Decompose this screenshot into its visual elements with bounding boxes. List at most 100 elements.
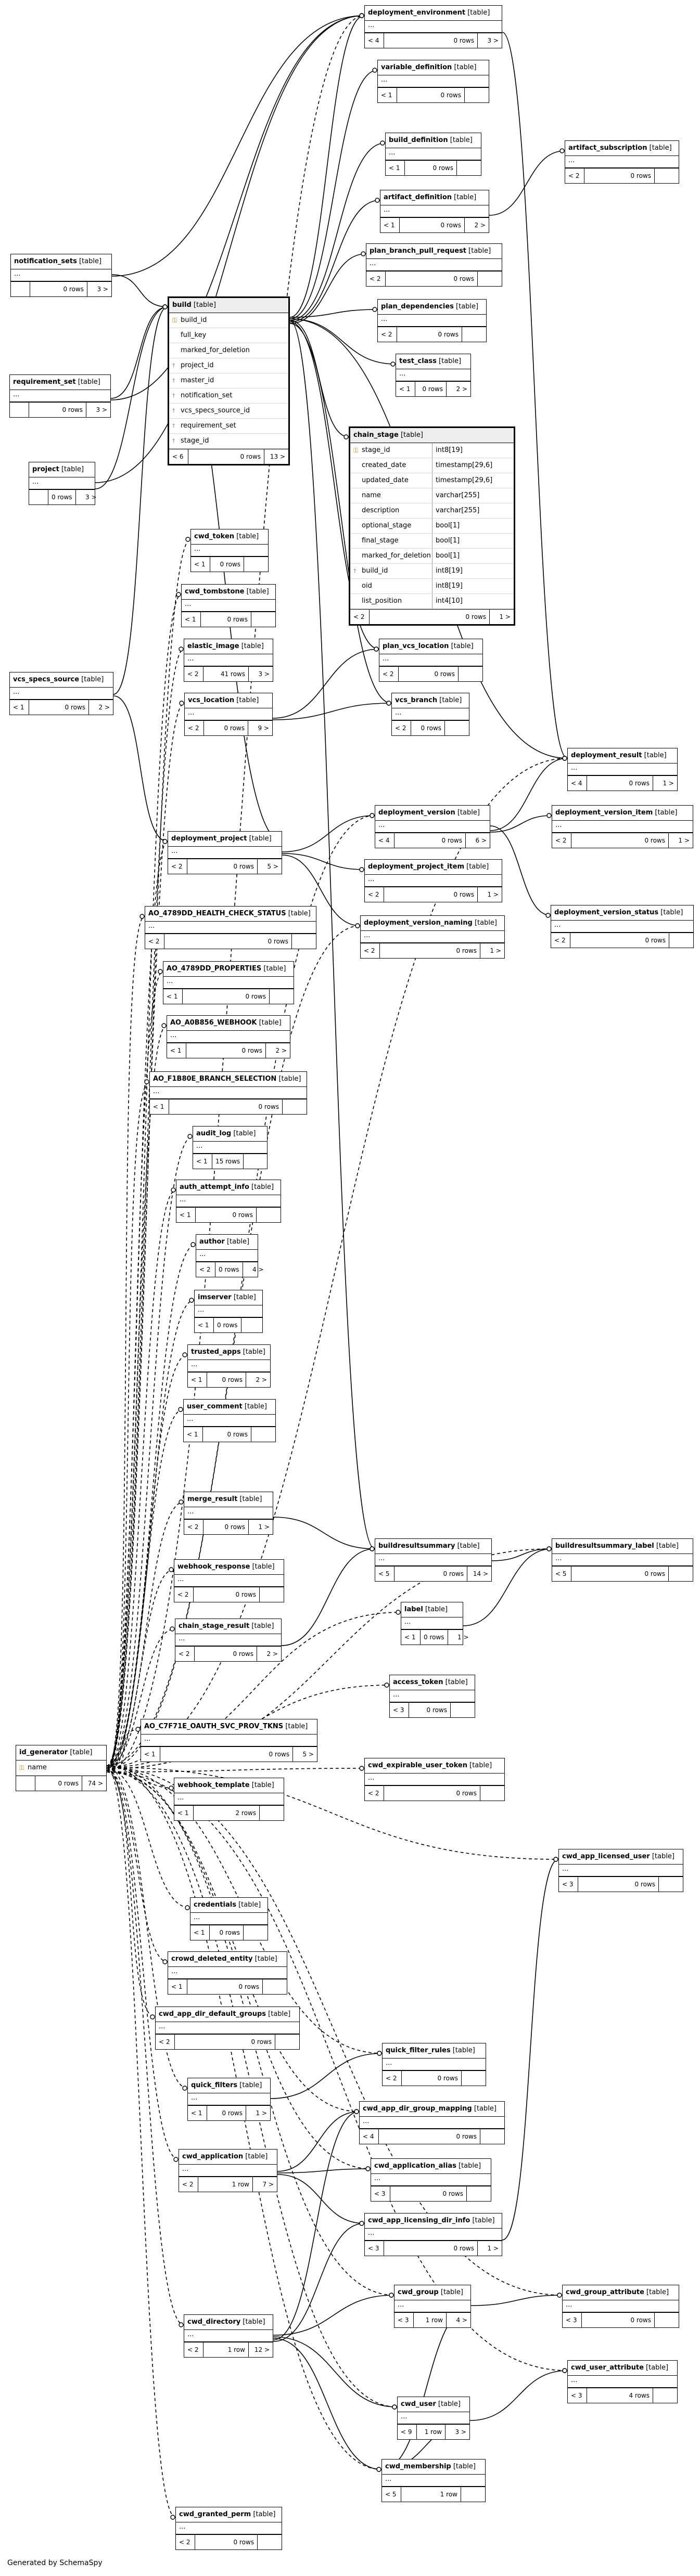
parent-count[interactable]: < 2 — [555, 837, 567, 844]
parent-count[interactable]: < 1 — [180, 1211, 191, 1219]
child-count[interactable]: 1 > — [248, 1520, 273, 1534]
child-count[interactable] — [461, 2071, 486, 2086]
parent-count[interactable]: < 1 — [381, 92, 392, 99]
table-ao-oauth[interactable]: AO_C7F71E_OAUTH_SVC_PROV_TKNS [table]...… — [141, 1719, 317, 1762]
parent-count[interactable]: < 2 — [383, 670, 394, 678]
child-count[interactable]: 6 > — [465, 833, 490, 848]
child-count[interactable] — [444, 721, 469, 735]
parent-count[interactable]: < 2 — [188, 724, 199, 732]
child-count[interactable] — [275, 2035, 299, 2049]
child-count[interactable]: 13 > — [264, 449, 288, 464]
parent-count[interactable]: < 3 — [393, 1706, 404, 1714]
child-count[interactable] — [259, 1587, 284, 1602]
child-count[interactable]: 1 > — [480, 943, 504, 958]
child-count[interactable]: 5 > — [257, 859, 282, 874]
child-count[interactable]: 5 > — [292, 1747, 317, 1762]
child-count[interactable]: 2 > — [265, 1043, 290, 1058]
child-count[interactable]: 12 > — [248, 2342, 273, 2357]
child-count[interactable] — [654, 169, 679, 183]
parent-count[interactable]: < 3 — [398, 2316, 409, 2324]
child-count[interactable] — [458, 667, 482, 681]
child-count[interactable] — [461, 2487, 485, 2502]
parent-count[interactable]: < 1 — [177, 1809, 189, 1817]
parent-count[interactable] — [16, 1776, 35, 1791]
child-count[interactable] — [282, 1099, 307, 1114]
child-count[interactable] — [654, 2313, 679, 2327]
parent-count[interactable]: < 1 — [191, 1376, 202, 1383]
child-count[interactable] — [257, 2535, 282, 2549]
parent-count[interactable]: < 3 — [571, 2392, 582, 2399]
parent-count[interactable]: < 2 — [187, 1523, 199, 1531]
child-count[interactable] — [462, 327, 486, 342]
parent-count[interactable]: < 6 — [172, 453, 184, 460]
child-count[interactable] — [668, 1567, 693, 1581]
child-count[interactable] — [256, 1208, 281, 1222]
child-count[interactable]: 1 > — [447, 1630, 472, 1645]
parent-count[interactable]: < 2 — [179, 2539, 190, 2546]
parent-count[interactable]: < 2 — [187, 670, 199, 678]
parent-count[interactable]: < 1 — [194, 561, 206, 568]
parent-count[interactable]: < 1 — [187, 1431, 198, 1438]
child-count[interactable]: 2 > — [246, 1373, 270, 1387]
parent-count[interactable]: < 2 — [554, 937, 566, 944]
child-count[interactable] — [259, 1806, 284, 1820]
child-count[interactable] — [243, 1154, 268, 1169]
parent-count[interactable]: < 1 — [13, 704, 24, 711]
parent-count[interactable] — [11, 282, 30, 296]
child-count[interactable] — [244, 557, 268, 572]
child-count[interactable]: 3 > — [248, 667, 273, 681]
child-count[interactable]: 1 > — [477, 2241, 502, 2256]
parent-count[interactable]: < 2 — [568, 172, 580, 179]
child-count[interactable]: 9 > — [248, 721, 272, 735]
parent-count[interactable]: < 5 — [385, 2491, 397, 2498]
parent-count[interactable]: < 1 — [185, 616, 196, 623]
table-cwd-app-licensing-dir-info[interactable]: cwd_app_licensing_dir_info [table]...< 3… — [364, 2213, 502, 2256]
parent-count[interactable]: < 1 — [153, 1103, 164, 1110]
table-ao-branch[interactable]: AO_F1B80E_BRANCH_SELECTION [table]...< 1… — [149, 1071, 307, 1115]
child-count[interactable] — [480, 2129, 504, 2144]
parent-count[interactable]: < 1 — [399, 385, 411, 393]
parent-count[interactable]: < 4 — [363, 2133, 374, 2140]
child-count[interactable]: 2 > — [257, 1647, 281, 1661]
child-count[interactable] — [669, 933, 693, 948]
parent-count[interactable]: < 2 — [171, 863, 183, 870]
child-count[interactable]: 1 > — [668, 833, 693, 848]
table-cwd-app-dir-default-groups[interactable]: cwd_app_dir_default_groups [table]...< 2… — [155, 2007, 300, 2050]
